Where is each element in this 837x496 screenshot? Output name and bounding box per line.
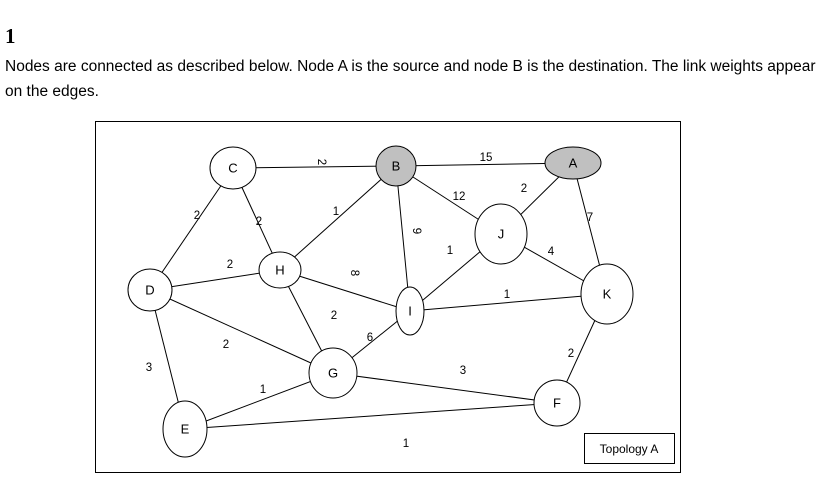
edge-h-i — [279, 269, 411, 312]
edge-h-b — [279, 165, 397, 271]
node-shape-a — [544, 146, 602, 180]
node-f: F — [533, 379, 581, 427]
node-shape-f — [533, 379, 581, 427]
edge-weight-j-a: 2 — [521, 183, 527, 195]
edge-weight-e-f: 1 — [403, 438, 409, 450]
edge-weight-e-g: 1 — [260, 384, 266, 396]
edge-weight-c-h: 2 — [256, 216, 262, 228]
node-shape-k — [580, 263, 634, 325]
node-label-i: I — [408, 303, 412, 318]
node-label-e: E — [181, 421, 190, 436]
edge-c-b — [232, 165, 397, 169]
edge-weight-j-k: 4 — [548, 246, 555, 258]
node-shape-d — [127, 268, 173, 312]
edge-weight-c-d: 2 — [194, 210, 200, 222]
node-shape-e — [162, 400, 208, 458]
edge-weight-g-f: 3 — [460, 365, 466, 377]
edge-weight-h-g: 2 — [331, 310, 337, 322]
edge-weight-d-g: 2 — [223, 339, 229, 351]
node-i: I — [395, 286, 425, 336]
node-label-b: B — [392, 158, 401, 173]
edge-weight-d-e: 3 — [146, 362, 152, 374]
node-h: H — [258, 251, 302, 289]
node-shape-i — [395, 286, 425, 336]
edge-weight-k-f: 2 — [568, 348, 574, 360]
question-text: Nodes are connected as described below. … — [5, 58, 816, 100]
edge-i-k — [409, 293, 608, 312]
edge-c-d — [149, 167, 234, 291]
edge-weight-h-b: 1 — [333, 206, 339, 218]
edge-g-f — [332, 372, 558, 404]
node-label-h: H — [275, 262, 284, 277]
node-label-g: G — [328, 365, 338, 380]
node-label-d: D — [145, 282, 154, 297]
node-g: G — [308, 347, 358, 399]
node-shape-h — [258, 251, 302, 289]
caption-box — [584, 433, 675, 464]
node-j: J — [474, 203, 528, 265]
edge-weight-d-h: 2 — [227, 259, 233, 271]
question-number: 1 — [5, 24, 16, 48]
edge-d-g — [149, 289, 334, 374]
edge-weight-b-j: 12 — [453, 191, 466, 203]
node-c: C — [209, 146, 257, 190]
edge-weight-g-i: 6 — [367, 332, 373, 344]
diagram-frame — [95, 121, 681, 473]
edge-weight-h-i: 8 — [348, 270, 360, 276]
edge-weight-b-a: 15 — [480, 152, 493, 164]
edge-weight-a-k: 7 — [587, 212, 593, 224]
edge-b-a — [395, 162, 574, 167]
node-shape-c — [209, 146, 257, 190]
node-label-a: A — [569, 155, 578, 170]
node-label-f: F — [553, 395, 561, 410]
edge-e-f — [184, 402, 558, 430]
nodes: A B C D E F G H I J K — [127, 145, 634, 458]
edge-weight-i-k: 1 — [504, 289, 510, 301]
node-shape-g — [308, 347, 358, 399]
topology-caption: Topology A — [600, 442, 659, 456]
edge-e-g — [184, 372, 334, 430]
edge-weight-i-j: 1 — [447, 245, 453, 257]
node-a: A — [544, 146, 602, 180]
node-shape-j — [474, 203, 528, 265]
node-k: K — [580, 263, 634, 325]
node-label-j: J — [498, 226, 505, 241]
edge-weight-c-b: 2 — [315, 159, 327, 165]
node-label-k: K — [603, 286, 612, 301]
node-label-c: C — [228, 160, 237, 175]
node-d: D — [127, 268, 173, 312]
node-b: B — [375, 145, 417, 187]
node-shape-b — [375, 145, 417, 187]
node-e: E — [162, 400, 208, 458]
edge-weight-b-i: 9 — [410, 228, 422, 234]
